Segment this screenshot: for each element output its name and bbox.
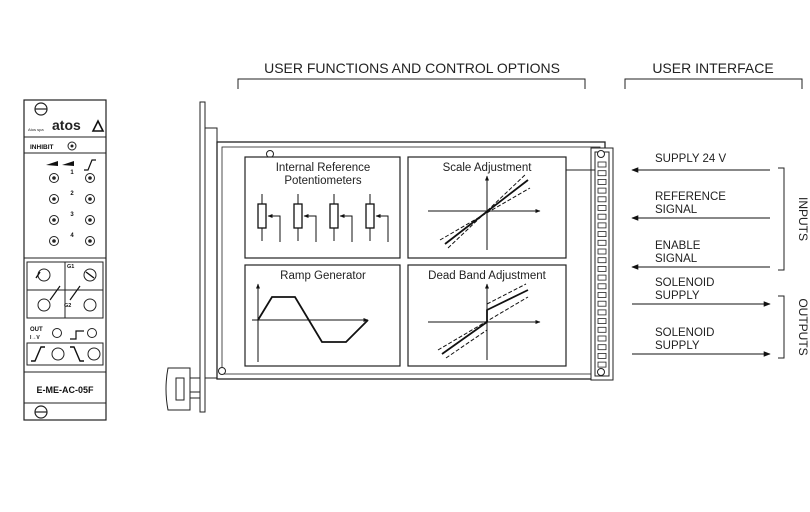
internal-ref-title-1: Internal Reference	[276, 162, 371, 174]
connector-pin	[597, 309, 607, 316]
out-label: OUT	[30, 327, 43, 333]
user-functions-header: USER FUNCTIONS AND CONTROL OPTIONS	[264, 60, 560, 76]
deadband-curve	[441, 289, 529, 355]
scale-title: Scale Adjustment	[443, 162, 533, 174]
reference-label-1: REFERENCE	[655, 191, 726, 203]
reference-label-2: SIGNAL	[655, 204, 698, 216]
ramp-up-pot-icon[interactable]	[51, 347, 65, 361]
connector-pin	[597, 239, 607, 246]
connector-pin	[597, 257, 607, 264]
scale-adjustment-box: Scale Adjustment	[407, 156, 567, 259]
connector-pin	[597, 283, 607, 290]
solenoid-b-label-2: SUPPLY	[655, 340, 700, 352]
connector-pin	[597, 161, 607, 168]
ramp-up-icon	[31, 346, 45, 362]
internal-ref-title-2: Potentiometers	[284, 175, 362, 187]
inputs-label: INPUTS	[796, 197, 810, 241]
potentiometer-symbol-icon	[257, 194, 281, 242]
headers: USER FUNCTIONS AND CONTROL OPTIONS USER …	[237, 60, 803, 89]
internal-reference-box: Internal Reference Potentiometers	[244, 156, 401, 259]
connector-pin	[597, 274, 607, 281]
model-label: E-ME-AC-05F	[36, 385, 94, 395]
ramp-title: Ramp Generator	[280, 270, 366, 282]
ramp-curve	[257, 296, 369, 343]
dead-band-box: Dead Band Adjustment	[407, 264, 567, 367]
out-led-icon	[52, 328, 62, 338]
enable-label-1: ENABLE	[655, 240, 701, 252]
brand-small-text: Atos spa	[28, 127, 44, 132]
supply-24v-label: SUPPLY 24 V	[655, 153, 727, 165]
connector-pin	[597, 352, 607, 359]
step-symbol-icon	[70, 330, 84, 340]
atos-logo: atos	[52, 117, 81, 133]
connector-pin	[597, 344, 607, 351]
connector-pin	[597, 213, 607, 220]
inputs-bracket	[778, 167, 785, 271]
ramp-symbol-icon	[84, 159, 96, 171]
potentiometer-symbol-icon	[293, 194, 317, 242]
inhibit-label: INHIBIT	[30, 144, 54, 151]
deadband-title: Dead Band Adjustment	[428, 270, 546, 282]
gain-block: G1 G2	[26, 261, 104, 319]
solenoid-b-label-1: SOLENOID	[655, 327, 714, 339]
step-led-icon	[87, 328, 97, 338]
interface-signals: SUPPLY 24 V REFERENCE SIGNAL ENABLE SIGN…	[631, 153, 810, 359]
connector-pin	[597, 170, 607, 177]
connector-pin	[597, 248, 607, 255]
connector-pin	[597, 335, 607, 342]
connector-pin	[597, 265, 607, 272]
g2-right-pot-icon[interactable]	[83, 298, 97, 312]
g1-label: G1	[67, 264, 74, 270]
g2-left-pot-icon[interactable]	[37, 298, 51, 312]
ramp-down-pot-icon[interactable]	[87, 347, 101, 361]
panel-pot-number-1: 1	[70, 170, 74, 176]
outputs-label: OUTPUTS	[796, 298, 810, 355]
connector-pin	[597, 300, 607, 307]
solenoid-a-label-2: SUPPLY	[655, 290, 700, 302]
connector-pin	[597, 231, 607, 238]
user-interface-header: USER INTERFACE	[652, 60, 773, 76]
atos-triangle-icon	[91, 119, 105, 132]
g2-label: G2	[64, 303, 71, 309]
ramp-down-icon	[70, 346, 84, 362]
g1-left-pot-icon[interactable]	[37, 268, 51, 282]
panel-pot-number-2: 2	[70, 191, 74, 197]
pots-block: 1 2 3 4	[46, 159, 96, 246]
scale-curve	[444, 179, 529, 245]
potentiometer-symbol-icon	[329, 194, 353, 242]
connector-pin	[597, 326, 607, 333]
ramp-generator-box: Ramp Generator	[244, 264, 401, 367]
panel-pot-number-4: 4	[70, 233, 74, 239]
connector-pin	[597, 318, 607, 325]
outputs-bracket	[778, 295, 785, 359]
front-panel: Atos spa atos INHIBIT 1 2 3 4 G1 G2	[23, 99, 107, 421]
connector-pin	[597, 178, 607, 185]
connector-pin	[597, 292, 607, 298]
solenoid-a-label-1: SOLENOID	[655, 277, 714, 289]
enable-label-2: SIGNAL	[655, 253, 698, 265]
out-sub-label: I→V	[30, 335, 40, 341]
connector-pin	[597, 196, 607, 203]
connector-pin	[597, 187, 607, 194]
connector-pin	[597, 222, 607, 229]
connector-pin	[597, 361, 607, 368]
connector-pin	[597, 205, 607, 211]
panel-pot-number-3: 3	[70, 212, 74, 218]
potentiometer-symbol-icon	[365, 194, 389, 242]
